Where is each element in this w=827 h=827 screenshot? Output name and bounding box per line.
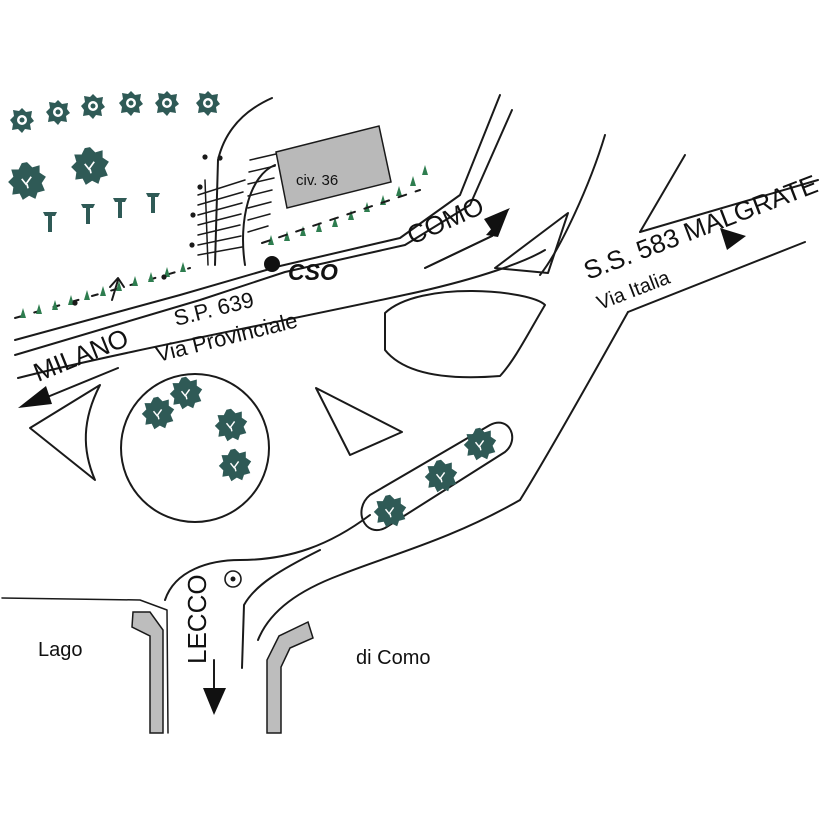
side-road xyxy=(197,97,277,266)
road-sp639 xyxy=(14,94,819,501)
arrow-lecco-icon xyxy=(203,659,226,715)
building-label: civ. 36 xyxy=(296,172,338,189)
trees-top-left xyxy=(7,91,220,232)
traffic-island xyxy=(360,421,514,531)
label-como: COMO xyxy=(402,190,488,250)
circle-dot-icon xyxy=(224,570,242,588)
label-ss583: S.S. 583 MALGRATE xyxy=(579,169,821,286)
lake-shore xyxy=(1,597,314,734)
label-di-como: di Como xyxy=(356,647,430,669)
label-lecco: LECCO xyxy=(182,574,212,664)
building-civ36: civ. 36 xyxy=(275,125,392,209)
arrow-milano-icon xyxy=(18,367,119,408)
hedges xyxy=(14,154,428,319)
roundabout xyxy=(29,290,546,523)
label-cso: CSO xyxy=(288,259,338,285)
arrow-como-icon xyxy=(424,208,510,269)
location-dot-icon xyxy=(264,256,280,272)
path-arrow-icon xyxy=(109,277,125,301)
arrow-malgrate-icon xyxy=(720,228,746,250)
label-lago: Lago xyxy=(38,639,83,661)
road-lecco xyxy=(164,499,521,669)
